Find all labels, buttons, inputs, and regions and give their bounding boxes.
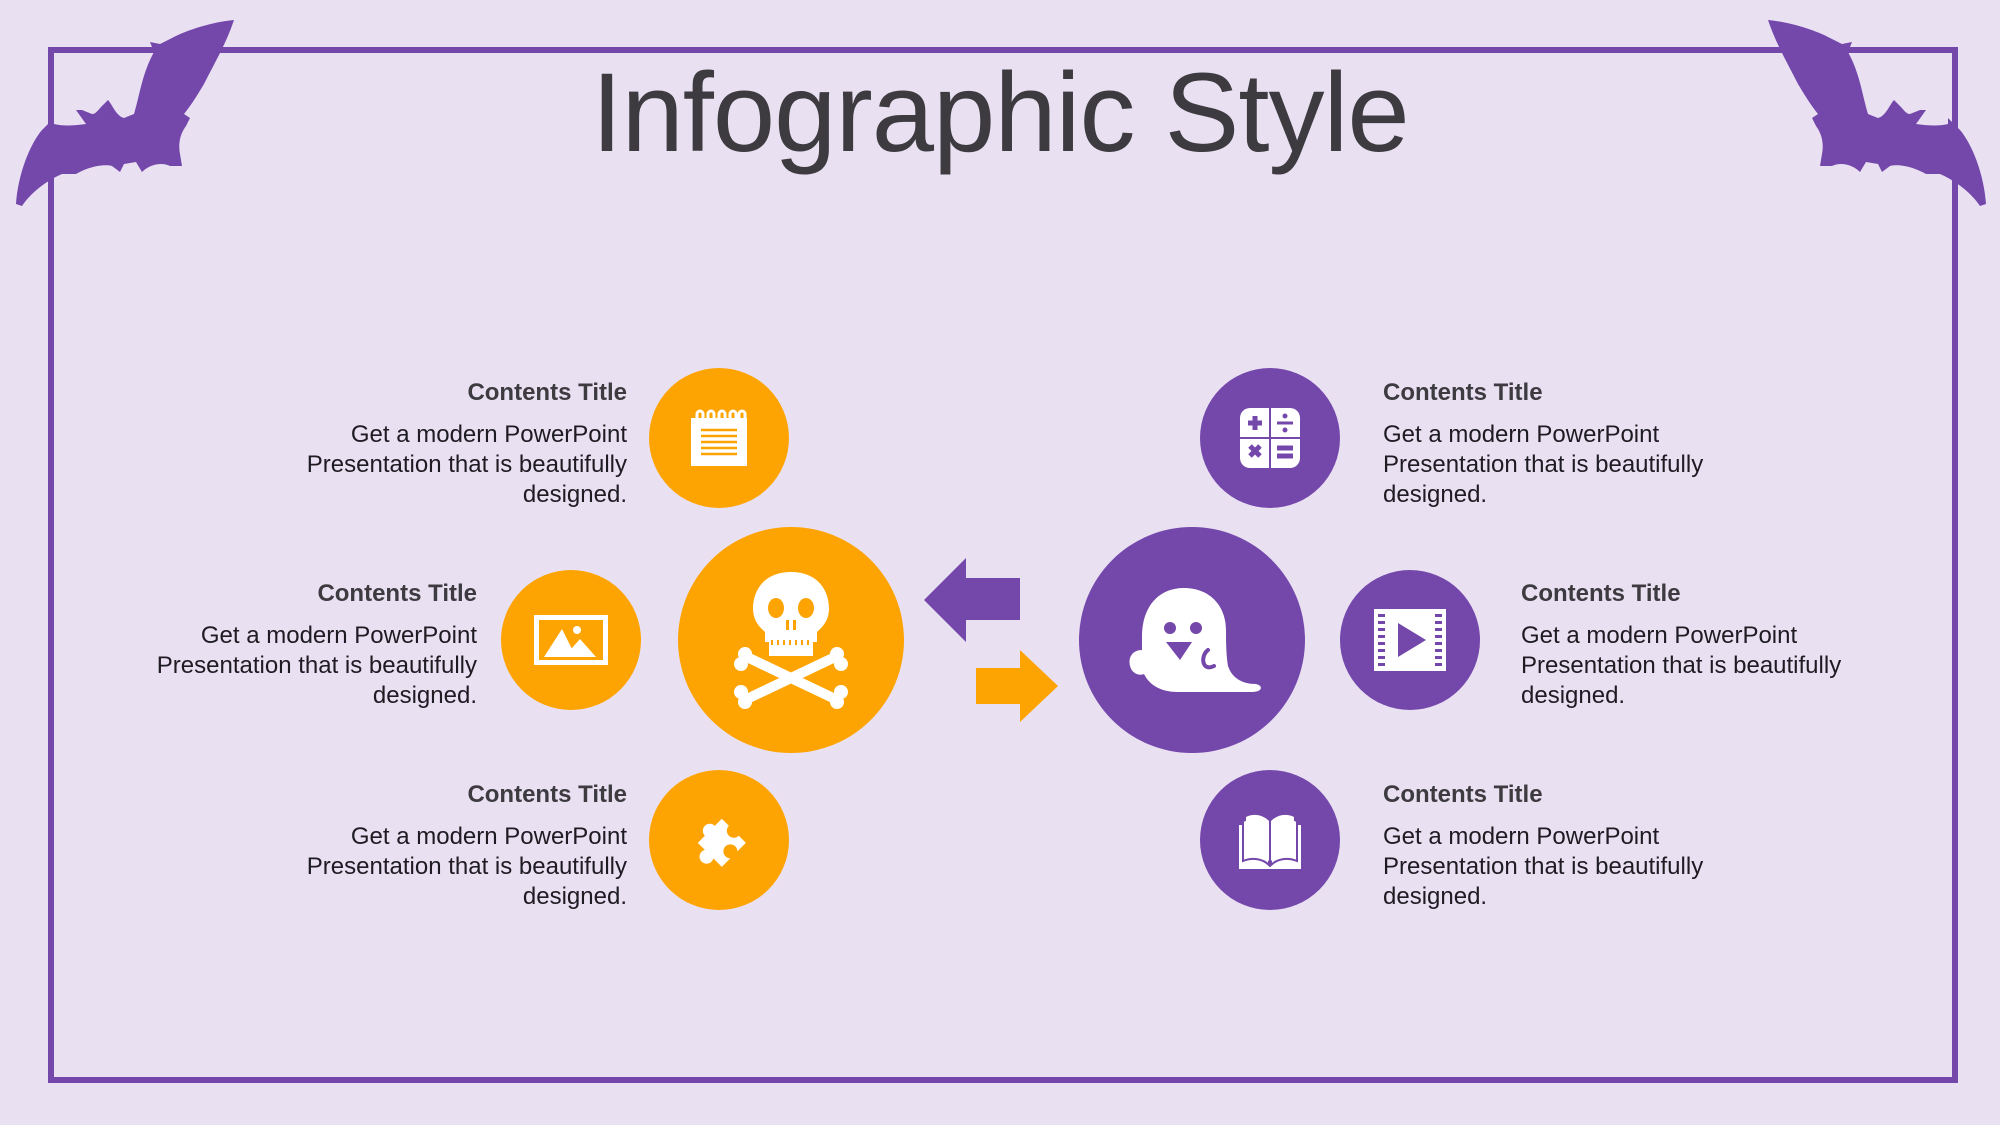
item-body: Get a modern PowerPoint Presentation tha… bbox=[1383, 823, 1704, 910]
notepad-icon bbox=[691, 409, 747, 466]
slide-frame-border bbox=[48, 47, 1958, 1083]
book-icon bbox=[1239, 814, 1301, 869]
calculator-circle bbox=[1200, 368, 1340, 508]
ghost-center-circle bbox=[1079, 527, 1305, 753]
item-body: Get a modern PowerPoint Presentation tha… bbox=[306, 823, 627, 910]
puzzle-circle bbox=[649, 770, 789, 910]
item-body: Get a modern PowerPoint Presentation tha… bbox=[156, 622, 477, 709]
item-body: Get a modern PowerPoint Presentation tha… bbox=[306, 421, 627, 508]
item-title: Contents Title bbox=[1383, 781, 1543, 808]
left-item-1-text: Contents Title Get a modern PowerPoint P… bbox=[207, 378, 627, 510]
item-body: Get a modern PowerPoint Presentation tha… bbox=[1521, 622, 1842, 709]
item-body: Get a modern PowerPoint Presentation tha… bbox=[1383, 421, 1704, 508]
video-circle bbox=[1340, 570, 1480, 710]
bat-icon-right bbox=[1768, 20, 1986, 206]
right-item-2-text: Contents Title Get a modern PowerPoint P… bbox=[1521, 579, 1941, 711]
notepad-circle bbox=[649, 368, 789, 508]
arrow-left-icon bbox=[924, 558, 1020, 642]
item-title: Contents Title bbox=[317, 580, 477, 607]
item-title: Contents Title bbox=[467, 781, 627, 808]
left-item-2-text: Contents Title Get a modern PowerPoint P… bbox=[57, 579, 477, 711]
left-item-3-text: Contents Title Get a modern PowerPoint P… bbox=[207, 780, 627, 912]
calculator-icon bbox=[1240, 408, 1300, 468]
item-title: Contents Title bbox=[467, 379, 627, 406]
puzzle-icon bbox=[697, 818, 746, 867]
item-title: Contents Title bbox=[1521, 580, 1681, 607]
book-circle bbox=[1200, 770, 1340, 910]
item-title: Contents Title bbox=[1383, 379, 1543, 406]
image-icon bbox=[534, 615, 608, 665]
image-circle bbox=[501, 570, 641, 710]
skull-crossbones-icon bbox=[734, 572, 848, 709]
skull-center-circle bbox=[678, 527, 904, 753]
arrow-right-icon bbox=[976, 650, 1058, 722]
ghost-icon bbox=[1129, 588, 1261, 692]
bat-icon-left bbox=[16, 20, 234, 206]
slide-title: Infographic Style bbox=[591, 50, 1409, 175]
right-item-3-text: Contents Title Get a modern PowerPoint P… bbox=[1383, 780, 1803, 912]
right-item-1-text: Contents Title Get a modern PowerPoint P… bbox=[1383, 378, 1803, 510]
video-icon bbox=[1374, 609, 1446, 671]
